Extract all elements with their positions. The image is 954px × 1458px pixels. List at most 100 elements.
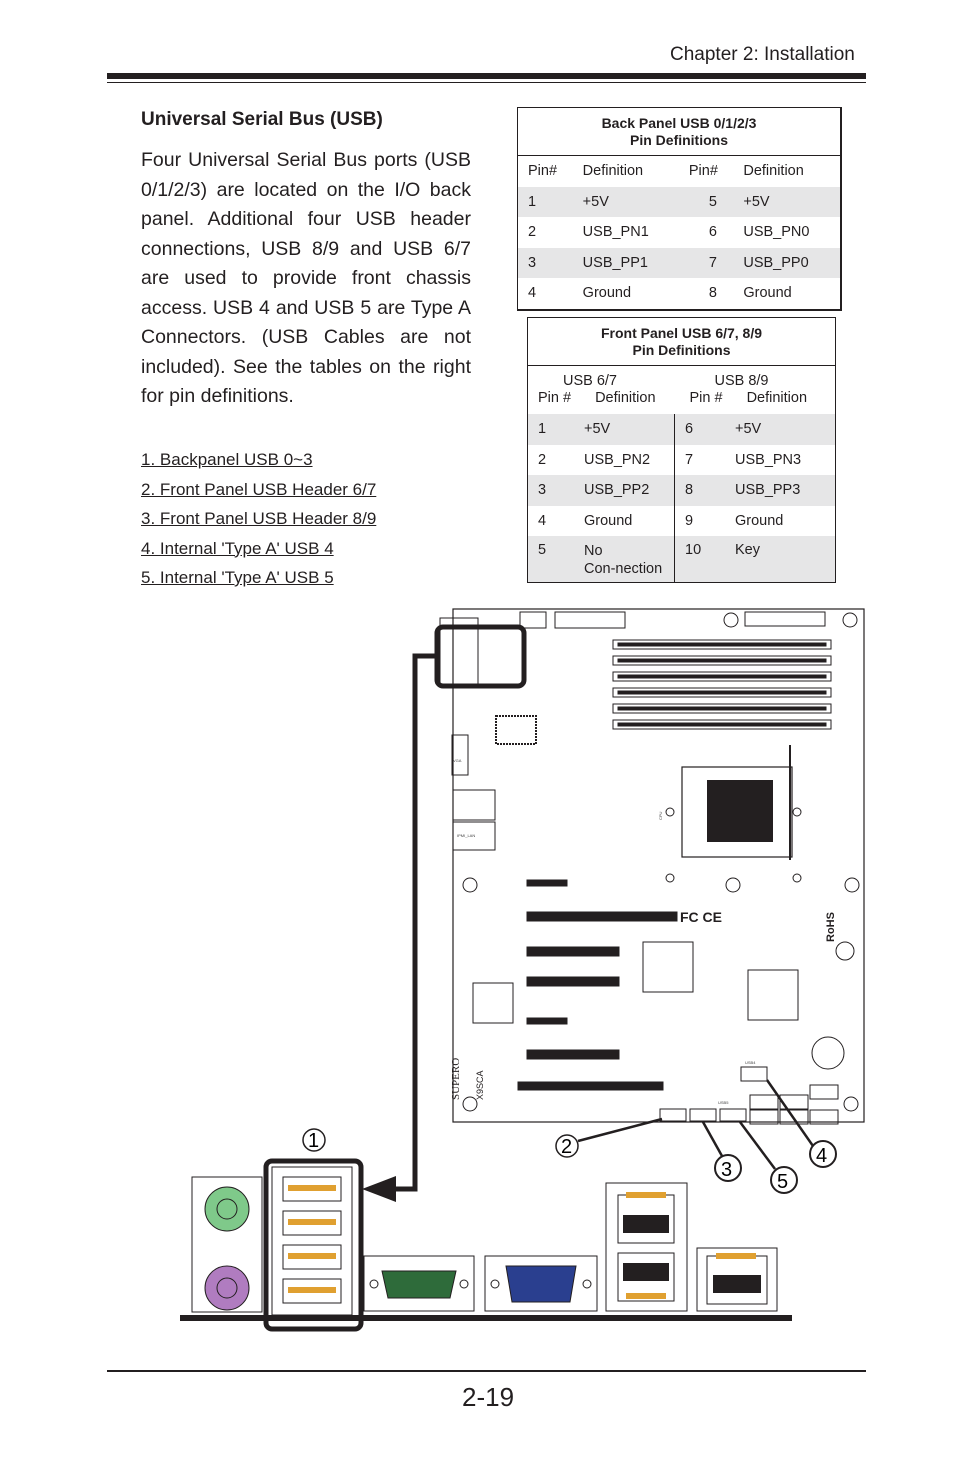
table-cell: +5V bbox=[572, 186, 679, 217]
section-title: Universal Serial Bus (USB) bbox=[141, 109, 383, 130]
header-group: USB 6/7 Pin #Definition bbox=[528, 366, 675, 415]
ce-mark: FC CE bbox=[680, 909, 722, 925]
page-number: 2-19 bbox=[462, 1382, 515, 1412]
callout-item: 2. Front Panel USB Header 6/7 bbox=[141, 479, 377, 499]
model-label: X9SCA bbox=[475, 1070, 485, 1100]
header-cell: Definition bbox=[582, 163, 644, 180]
atx-power-connector bbox=[554, 611, 626, 629]
brand-logo: SUPERO bbox=[450, 1058, 462, 1100]
back-panel-usb-table: Back Panel USB 0/1/2/3 Pin Definitions P… bbox=[517, 107, 842, 311]
header-rule-thin bbox=[107, 82, 866, 83]
usb5-connector bbox=[719, 1108, 747, 1122]
table-cell: 3 bbox=[527, 475, 574, 506]
callout-item: 3. Front Panel USB Header 8/9 bbox=[141, 509, 377, 528]
table-cell: 10 bbox=[674, 536, 725, 583]
table-cell: 7 bbox=[674, 444, 725, 475]
marker-5: 5 bbox=[738, 1121, 798, 1194]
usb89-header bbox=[689, 1108, 717, 1122]
usb-ports bbox=[282, 1176, 342, 1304]
caption-line: Pin Definitions bbox=[632, 341, 731, 358]
table-row: 1 +5V 6 +5V bbox=[527, 414, 836, 445]
table-cell: 4 bbox=[528, 285, 537, 302]
table-row: 4 Ground 9 Ground bbox=[528, 505, 836, 536]
table-cell: 5 bbox=[527, 536, 574, 583]
svg-text:2: 2 bbox=[561, 1136, 572, 1158]
caption-line: Front Panel USB 6/7, 8/9 bbox=[600, 324, 763, 341]
header-cell: Definition bbox=[595, 390, 656, 406]
caption-line: Pin Definitions bbox=[630, 131, 728, 148]
table-cell: +5V bbox=[733, 186, 841, 217]
table-cell: USB_PN3 bbox=[735, 451, 802, 468]
table-row: 5 No Con-nection 10 Key bbox=[527, 536, 836, 583]
cpu-label: CPU bbox=[658, 811, 663, 820]
table-cell: Ground bbox=[582, 285, 632, 302]
arrow-line bbox=[390, 653, 437, 1192]
arrow-head bbox=[362, 1176, 396, 1202]
board-ipmi-lan-port bbox=[452, 821, 496, 851]
table-cell: Ground bbox=[735, 512, 784, 529]
table-cell: No Con-nection bbox=[574, 536, 675, 583]
marker-1: 1 bbox=[302, 1128, 326, 1152]
header-cell: Pin # bbox=[689, 390, 723, 406]
caption-line: Back Panel USB 0/1/2/3 bbox=[601, 114, 757, 131]
header-rule-thick bbox=[107, 73, 866, 79]
table-cell: Key bbox=[725, 536, 836, 583]
ps2-keyboard-port bbox=[204, 1265, 250, 1311]
front-panel-usb-table: Front Panel USB 6/7, 8/9 Pin Definitions… bbox=[527, 317, 836, 583]
table-cell: 4 bbox=[538, 512, 547, 529]
table-caption: Front Panel USB 6/7, 8/9 Pin Definitions bbox=[527, 317, 836, 366]
cpu-socket: CPU bbox=[658, 745, 802, 883]
marker-2: 2 bbox=[555, 1117, 663, 1158]
table-row: 4 Ground 8 Ground bbox=[518, 278, 842, 310]
dimm-slots bbox=[612, 639, 832, 730]
table-header-row: USB 6/7 Pin #Definition USB 8/9 Pin #Def… bbox=[528, 366, 836, 415]
svg-text:3: 3 bbox=[721, 1159, 732, 1181]
table-cell: Ground bbox=[743, 285, 792, 302]
table-cell: 7 bbox=[678, 247, 734, 278]
header-cell: Pin# bbox=[528, 163, 558, 180]
svg-text:4: 4 bbox=[816, 1145, 827, 1167]
table-cell: 2 bbox=[528, 224, 537, 241]
table-row: 2 USB_PN1 6 USB_PN0 bbox=[518, 217, 842, 248]
io-panel-baseplate bbox=[180, 1315, 792, 1321]
callout-list: 1. Backpanel USB 0~3 2. Front Panel USB … bbox=[141, 450, 376, 598]
callout-item: 1. Backpanel USB 0~3 bbox=[141, 450, 313, 469]
table-header-row: Pin# Definition Pin# Definition bbox=[518, 156, 842, 187]
bmc-chip bbox=[495, 715, 537, 745]
table-caption: Back Panel USB 0/1/2/3 Pin Definitions bbox=[517, 107, 841, 156]
marker-4: 4 bbox=[765, 1079, 837, 1168]
lan-chip bbox=[472, 982, 514, 1024]
table-row: 3 USB_PP2 8 USB_PP3 bbox=[527, 475, 836, 506]
callout-item: 5. Internal 'Type A' USB 5 bbox=[141, 568, 334, 587]
table-cell: 3 bbox=[517, 247, 573, 278]
chapter-header: Chapter 2: Installation bbox=[670, 44, 855, 65]
usb4-label: USB4 bbox=[745, 1060, 756, 1065]
highlight-backpanel-usb bbox=[263, 1158, 364, 1332]
table-cell: USB_PP3 bbox=[725, 475, 836, 506]
table-cell: USB_PN2 bbox=[584, 451, 651, 468]
section-body: Four Universal Serial Bus ports (USB 0/1… bbox=[141, 149, 471, 407]
sata-ports bbox=[749, 1084, 839, 1125]
table-row: 1 +5V 5 +5V bbox=[517, 186, 841, 217]
ps2-keyboard-icon bbox=[216, 1277, 238, 1299]
usb67-header bbox=[659, 1108, 687, 1122]
table-row: 3 USB_PP1 7 USB_PP0 bbox=[517, 247, 841, 278]
table-cell: 6 bbox=[674, 414, 725, 445]
table-cell: Ground bbox=[584, 512, 633, 529]
table-cell: 5 bbox=[678, 186, 734, 217]
com-port bbox=[381, 1270, 457, 1299]
header-cell: Definition bbox=[743, 163, 804, 180]
group-label: USB 6/7 bbox=[563, 373, 617, 389]
table-cell: 9 bbox=[674, 505, 725, 536]
board-vga-port bbox=[451, 734, 469, 776]
header-cell: Pin# bbox=[688, 163, 718, 180]
table-cell: +5V bbox=[574, 414, 675, 445]
header-cell: Definition bbox=[746, 390, 808, 406]
pcie-slots bbox=[517, 879, 678, 1091]
marker-3: 3 bbox=[701, 1121, 742, 1182]
table-cell: USB_PN1 bbox=[582, 224, 649, 241]
svg-text:5: 5 bbox=[777, 1171, 788, 1193]
table-row: 2 USB_PN2 7 USB_PN3 bbox=[528, 444, 836, 475]
table-cell: +5V bbox=[725, 414, 836, 445]
